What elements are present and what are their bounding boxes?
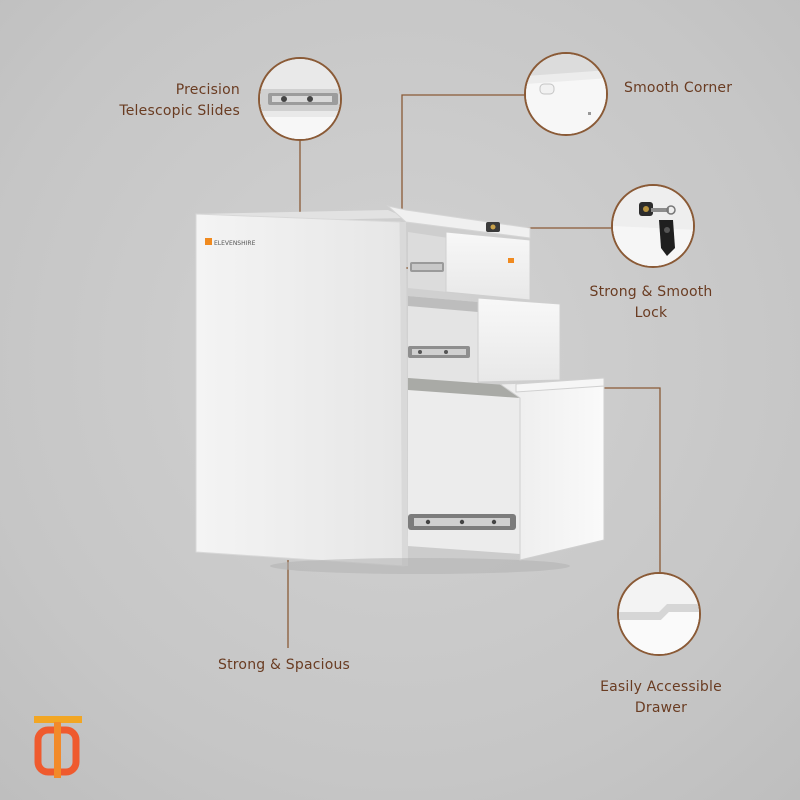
corner-detail-circle xyxy=(524,52,608,136)
drawer-callout-label: Easily Accessible Drawer xyxy=(600,679,722,716)
telescopic-slide-icon xyxy=(260,59,340,139)
slides-callout-label: Precision Telescopic Slides xyxy=(119,82,240,119)
cabinet-brand-text: ELEVENSHIRE xyxy=(214,240,256,247)
cabinet-brand-mark: ELEVENSHIRE xyxy=(205,238,256,247)
drawer-edge-icon xyxy=(619,574,699,654)
corner-callout-label: Smooth Corner xyxy=(624,80,733,96)
corner-leader-line xyxy=(401,94,528,210)
slides-detail-circle xyxy=(258,57,342,141)
lock-detail-circle xyxy=(611,184,695,268)
lock-callout-label: Strong & Smooth Lock xyxy=(589,284,713,321)
drawer-top xyxy=(408,222,531,301)
lock-key-icon xyxy=(613,186,693,266)
smooth-corner-icon xyxy=(526,54,606,134)
drawer-detail-circle xyxy=(617,572,701,656)
drawer-leader-line xyxy=(600,387,661,572)
spacious-callout-label: Strong & Spacious xyxy=(218,657,351,673)
drawer-middle xyxy=(408,296,561,384)
brand-logo xyxy=(34,716,82,778)
drawer-bottom xyxy=(408,377,605,561)
